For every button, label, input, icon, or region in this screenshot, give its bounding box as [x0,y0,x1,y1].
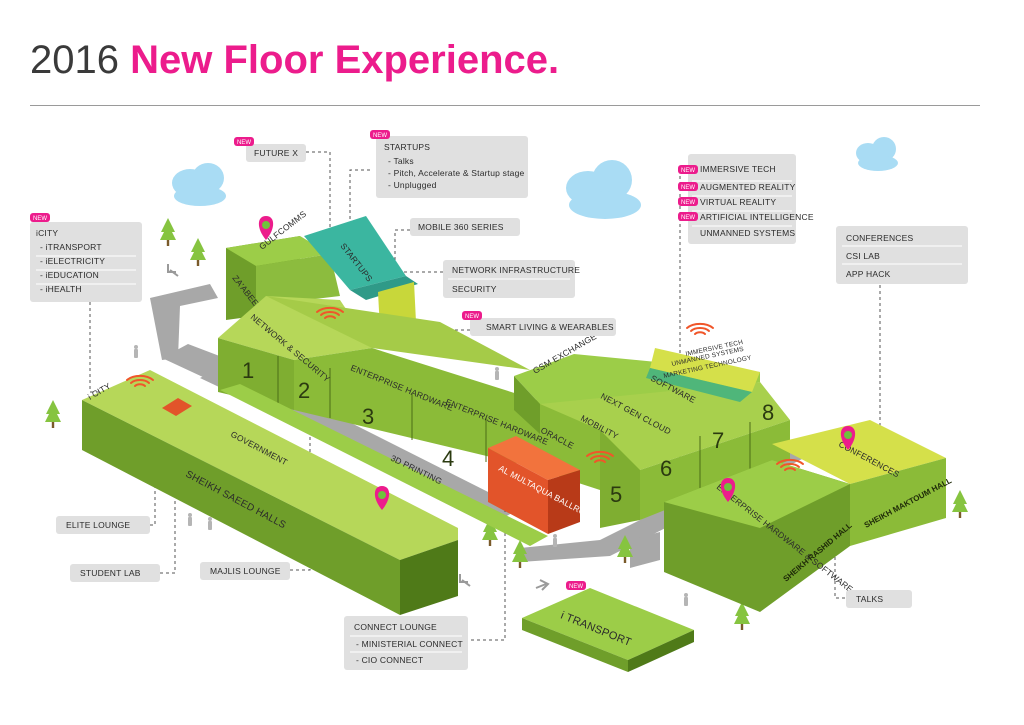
title-main: New Floor Experience. [130,38,560,82]
hall-number: 3 [362,404,374,429]
tree-icon [190,238,206,266]
new-badge [566,581,586,590]
elite-lounge-marker [162,398,192,416]
majlis-text: MAJLIS LOUNGE [210,566,281,576]
startups-item: - Unplugged [388,180,437,190]
callout-immersive: IMMERSIVE TECH AUGMENTED REALITY VIRTUAL… [678,154,814,244]
startups-item: - Pitch, Accelerate & Startup stage [388,168,525,178]
icity-item: - iELECTRICITY [40,256,105,266]
student-text: STUDENT LAB [80,568,141,578]
conferences-item: CSI LAB [846,251,880,261]
talks-text: TALKS [856,594,883,604]
icity-item: - iHEALTH [40,284,82,294]
icity-head: iCITY [36,228,58,238]
new-badge-text: NEW [373,133,387,139]
page-title: 2016 New Floor Experience. [30,38,559,83]
smart-living-text: SMART LIVING & WEARABLES [486,322,614,332]
callout-student: STUDENT LAB [70,564,160,582]
tree-icon [512,540,528,568]
immersive-item: IMMERSIVE TECH [700,164,776,174]
callout-mobile360: MOBILE 360 SERIES [410,218,520,236]
hall-number: 1 [242,358,254,383]
person-icon [684,593,688,606]
hall-number: 8 [762,400,774,425]
person-icon [134,345,138,358]
callout-elite: ELITE LOUNGE [56,516,150,534]
callout-icity: iCITY - iTRANSPORT - iELECTRICITY - iEDU… [30,213,142,302]
callout-talks: TALKS [846,590,912,608]
new-badge-text: NEW [237,140,251,146]
direction-arrows [167,264,550,591]
icity-item: - iTRANSPORT [40,242,102,252]
title-divider [30,105,980,106]
callout-majlis: MAJLIS LOUNGE [200,562,290,580]
callout-future-x: FUTURE X NEW [234,137,306,162]
person-icon [495,367,499,380]
callout-smart-living: SMART LIVING & WEARABLES NEW [462,311,616,336]
itransport-block: i TRANSPORT [522,588,694,672]
sheikh-maktoum-block: CONFERENCES SHEIKH MAKTOUM HALL [772,420,953,546]
future-x-text: FUTURE X [254,148,298,158]
network-item: NETWORK INFRASTRUCTURE [452,265,580,275]
new-badge-text: NEW [681,168,695,174]
callout-conferences: CONFERENCES CSI LAB APP HACK [836,226,968,284]
title-year: 2016 [30,38,119,82]
conferences-item: CONFERENCES [846,233,914,243]
new-badge-text: NEW [681,215,695,221]
hall-number: 7 [712,428,724,453]
new-badge [462,311,482,320]
person-icon [553,534,557,547]
cloud-icon [566,160,641,219]
new-badge-text: NEW [569,584,583,590]
immersive-item: AUGMENTED REALITY [700,182,796,192]
connect-head: CONNECT LOUNGE [354,622,437,632]
new-badge-text: NEW [33,216,47,222]
new-badge-text: NEW [465,314,479,320]
new-badge [234,137,254,146]
hall-number: 2 [298,378,310,403]
new-badge [678,197,698,206]
connect-item: - MINISTERIAL CONNECT [356,639,463,649]
callout-network: NETWORK INFRASTRUCTURE SECURITY [443,260,580,298]
mobile360-text: MOBILE 360 SERIES [418,222,504,232]
immersive-item: ARTIFICIAL INTELLIGENCE [700,212,814,222]
tree-icon [45,400,61,428]
immersive-item: VIRTUAL REALITY [700,197,776,207]
callout-startups: STARTUPS - Talks - Pitch, Accelerate & S… [370,130,528,198]
callout-connect: CONNECT LOUNGE - MINISTERIAL CONNECT - C… [344,616,468,670]
cloud-icon [856,137,898,171]
new-badge [678,212,698,221]
icity-item: - iEDUCATION [40,270,99,280]
immersive-item: UNMANNED SYSTEMS [700,228,795,238]
new-badge-text: NEW [681,185,695,191]
elite-text: ELITE LOUNGE [66,520,130,530]
person-icon [208,517,212,530]
cloud-icon [172,163,226,206]
startups-item: - Talks [388,156,414,166]
network-item: SECURITY [452,284,497,294]
tree-icon [160,218,176,246]
person-icon [188,513,192,526]
startups-block: STARTUPS [304,216,418,300]
new-badge [678,182,698,191]
conferences-item: APP HACK [846,269,891,279]
ballroom-block: AL MULTAQUA BALLROOM [488,436,600,534]
new-badge [30,213,50,222]
new-badge [370,130,390,139]
hall-number: 5 [610,482,622,507]
new-badge-text: NEW [681,200,695,206]
wifi-icon [686,322,714,335]
sheikh-saeed-halls-block: GOVERNMENT SHEIKH SAEED HALLS i CITY [82,370,458,615]
tree-icon [952,490,968,518]
new-badge [678,165,698,174]
right-halls-block: GSM EXCHANGE NEXT GEN CLOUD MOBILITY ORA… [514,331,790,528]
startups-head: STARTUPS [384,142,430,152]
connect-item: - CIO CONNECT [356,655,423,665]
hall-number: 6 [660,456,672,481]
hall-number: 4 [442,446,454,471]
